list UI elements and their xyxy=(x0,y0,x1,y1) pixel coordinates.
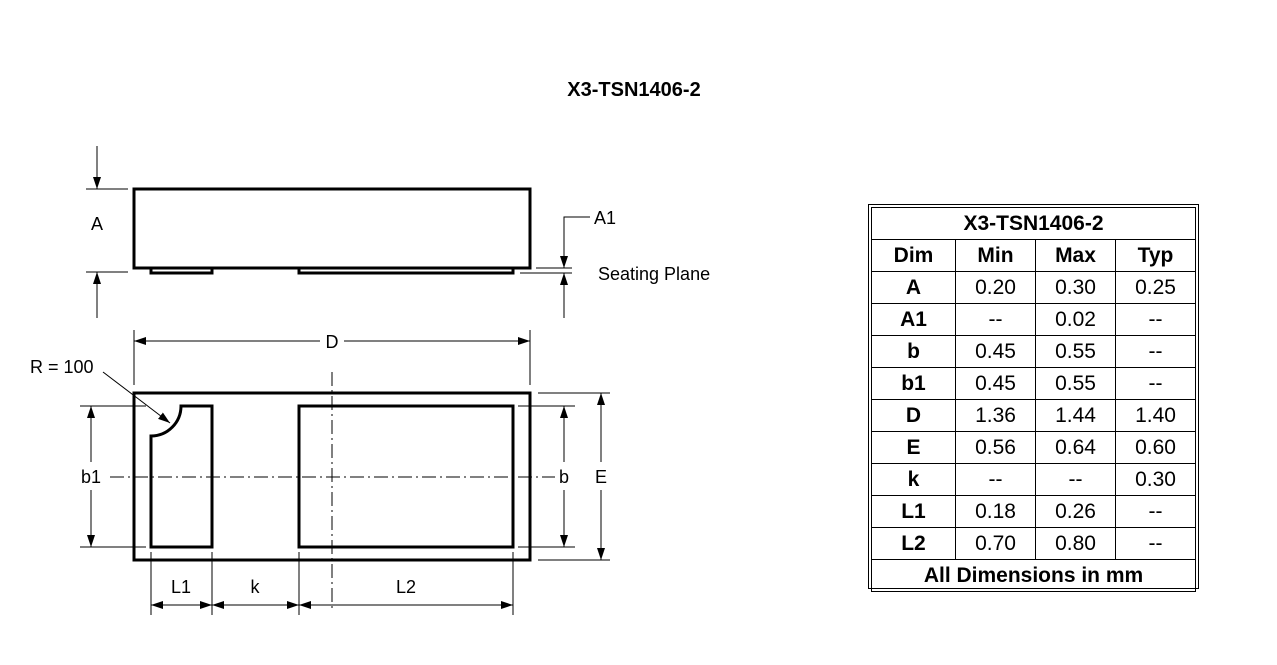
header-dim: Dim xyxy=(871,239,956,272)
dim-A1-leader xyxy=(560,216,590,268)
header-max: Max xyxy=(1035,239,1116,272)
dim-L2-label: L2 xyxy=(396,577,416,597)
table-cell: -- xyxy=(1115,495,1196,528)
radius-leader xyxy=(102,371,171,424)
table-cell: -- xyxy=(1035,463,1116,496)
table-cell: D xyxy=(871,399,956,432)
side-view-pad-right xyxy=(297,266,515,275)
table-cell: E xyxy=(871,431,956,464)
header-typ: Typ xyxy=(1115,239,1196,272)
table-cell: k xyxy=(871,463,956,496)
table-cell: 1.36 xyxy=(955,399,1036,432)
dim-D-label: D xyxy=(326,332,339,352)
table-cell: 1.40 xyxy=(1115,399,1196,432)
table-cell: 0.25 xyxy=(1115,271,1196,304)
table-row: A1--0.02-- xyxy=(871,303,1196,336)
table-title: X3-TSN1406-2 xyxy=(871,207,1196,240)
table-cell: 0.02 xyxy=(1035,303,1116,336)
table-cell: 0.18 xyxy=(955,495,1036,528)
table-cell: 0.80 xyxy=(1035,527,1116,560)
table-footer: All Dimensions in mm xyxy=(871,559,1196,592)
dim-A1-label: A1 xyxy=(594,208,616,228)
table-cell: 0.55 xyxy=(1035,367,1116,400)
table-cell: -- xyxy=(955,463,1036,496)
table-cell: A1 xyxy=(871,303,956,336)
table-cell: 0.55 xyxy=(1035,335,1116,368)
dim-b-label: b xyxy=(559,467,569,487)
table-cell: 0.26 xyxy=(1035,495,1116,528)
dim-L1-label: L1 xyxy=(171,577,191,597)
dim-E-label: E xyxy=(595,467,607,487)
table-cell: b xyxy=(871,335,956,368)
table-cell: -- xyxy=(1115,303,1196,336)
table-cell: 0.70 xyxy=(955,527,1036,560)
table-cell: 0.20 xyxy=(955,271,1036,304)
dim-k-label: k xyxy=(251,577,261,597)
table-cell: -- xyxy=(955,303,1036,336)
side-view: A A1 Seating Plane xyxy=(86,146,710,318)
table-cell: 0.64 xyxy=(1035,431,1116,464)
table-cell: 1.44 xyxy=(1035,399,1116,432)
side-view-body xyxy=(132,187,532,270)
table-cell: 0.56 xyxy=(955,431,1036,464)
table-cell: -- xyxy=(1115,367,1196,400)
table-cell: b1 xyxy=(871,367,956,400)
table-title-row: X3-TSN1406-2 xyxy=(871,207,1196,240)
drawing-title: X3-TSN1406-2 xyxy=(567,79,700,101)
dim-b1-label: b1 xyxy=(81,467,101,487)
table-cell: 0.30 xyxy=(1035,271,1116,304)
table-cell: -- xyxy=(1115,527,1196,560)
table-cell: A xyxy=(871,271,956,304)
side-view-pad-left xyxy=(149,266,214,275)
bottom-view: D R = 100 b1 b E xyxy=(30,330,610,615)
dim-A-label: A xyxy=(91,214,103,234)
table-cell: 0.45 xyxy=(955,335,1036,368)
table-cell: 0.30 xyxy=(1115,463,1196,496)
table-cell: L2 xyxy=(871,527,956,560)
header-min: Min xyxy=(955,239,1036,272)
table-cell: -- xyxy=(1115,335,1196,368)
table-cell: 0.45 xyxy=(955,367,1036,400)
table-header-row: Dim Min Max Typ xyxy=(871,239,1196,272)
pad-1 xyxy=(149,404,214,549)
seating-plane-label: Seating Plane xyxy=(598,264,710,284)
table-cell: 0.60 xyxy=(1115,431,1196,464)
table-cell: L1 xyxy=(871,495,956,528)
radius-label: R = 100 xyxy=(30,357,94,377)
table-footer-row: All Dimensions in mm xyxy=(871,559,1196,592)
table-row: k----0.30 xyxy=(871,463,1196,496)
